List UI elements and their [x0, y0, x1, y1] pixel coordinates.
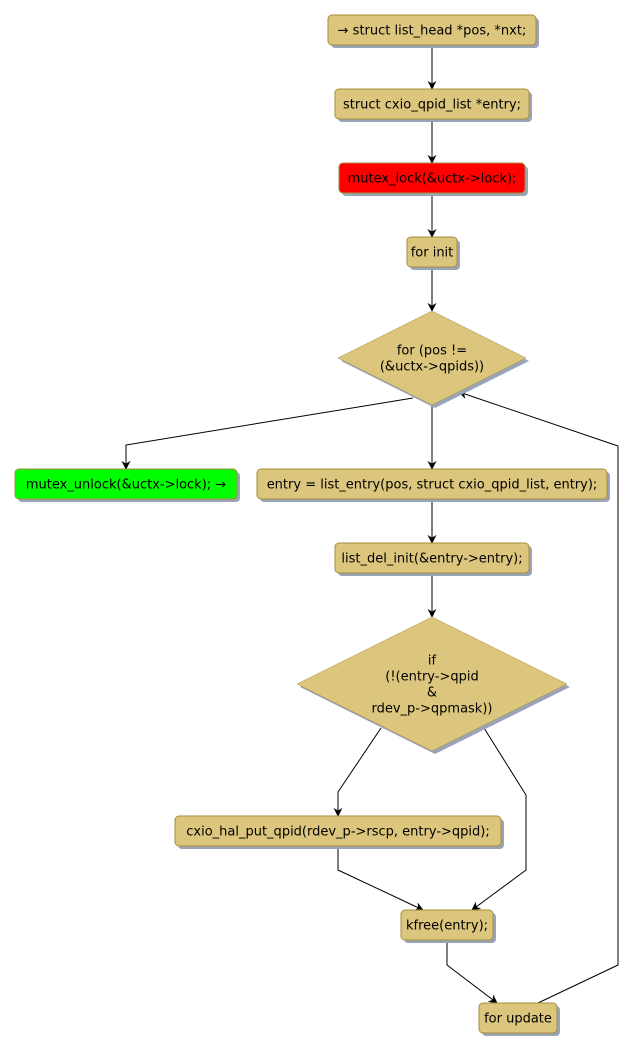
node-label-line: (!(entry->qpid	[385, 670, 478, 685]
node-decl-entry[interactable]: struct cxio_qpid_list *entry;	[334, 88, 532, 122]
edge-if_cond-to-put_qpid	[333, 727, 382, 817]
edge-kfree-to-for_update	[446, 940, 498, 1004]
node-if-cond[interactable]: if(!(entry->qpid&rdev_p->qpmask))	[296, 616, 570, 754]
node-label: → struct list_head *pos, *nxt;	[338, 24, 527, 39]
node-label-line: if	[428, 654, 437, 669]
node-list-entry[interactable]: entry = list_entry(pos, struct cxio_qpid…	[256, 468, 610, 502]
node-list-del[interactable]: list_del_init(&entry->entry);	[334, 542, 532, 576]
node-label: entry = list_entry(pos, struct cxio_qpid…	[267, 478, 598, 493]
node-box	[334, 542, 530, 574]
edge-if_cond-to-kfree	[471, 727, 527, 911]
node-for-update[interactable]: for update	[478, 1002, 560, 1036]
node-box	[14, 468, 238, 500]
node-diamond	[337, 310, 527, 406]
node-box	[400, 909, 494, 941]
node-for-cond[interactable]: for (pos !=(&uctx->qpids))	[337, 310, 529, 408]
node-decl-pos[interactable]: → struct list_head *pos, *nxt;	[327, 14, 539, 48]
node-box	[327, 14, 537, 46]
node-diamond	[296, 616, 568, 752]
node-label-line: (&uctx->qpids))	[380, 360, 484, 375]
nodes-layer: → struct list_head *pos, *nxt; struct cxi…	[14, 14, 610, 1036]
edge-for_cond-to-mutex_unlock	[121, 397, 414, 470]
node-label-line: &	[427, 686, 437, 701]
node-label: struct cxio_qpid_list *entry;	[343, 98, 521, 113]
node-label: kfree(entry);	[406, 919, 488, 934]
node-label: for init	[411, 246, 454, 261]
node-box	[174, 815, 502, 847]
node-kfree[interactable]: kfree(entry);	[400, 909, 496, 943]
node-label: cxio_hal_put_qpid(rdev_p->rscp, entry->q…	[186, 825, 489, 840]
node-box	[406, 236, 458, 268]
node-box	[338, 162, 526, 194]
node-label: mutex_unlock(&uctx->lock); →	[26, 478, 226, 493]
node-mutex-unlock[interactable]: mutex_unlock(&uctx->lock); →	[14, 468, 240, 502]
node-box	[478, 1002, 558, 1034]
node-label: mutex_lock(&uctx->lock);	[348, 172, 517, 187]
node-label: for update	[484, 1012, 552, 1027]
node-put-qpid[interactable]: cxio_hal_put_qpid(rdev_p->rscp, entry->q…	[174, 815, 504, 849]
node-label-line: for (pos !=	[397, 344, 467, 359]
node-label-line: rdev_p->qpmask))	[372, 702, 493, 717]
node-for-init[interactable]: for init	[406, 236, 460, 270]
node-mutex-lock[interactable]: mutex_lock(&uctx->lock);	[338, 162, 528, 196]
edge-put_qpid-to-kfree	[337, 846, 424, 911]
node-box	[256, 468, 608, 500]
node-label: list_del_init(&entry->entry);	[341, 552, 522, 567]
node-box	[334, 88, 530, 120]
edge-for_update-to-for_cond	[458, 390, 619, 1004]
edges-layer	[121, 45, 619, 1004]
